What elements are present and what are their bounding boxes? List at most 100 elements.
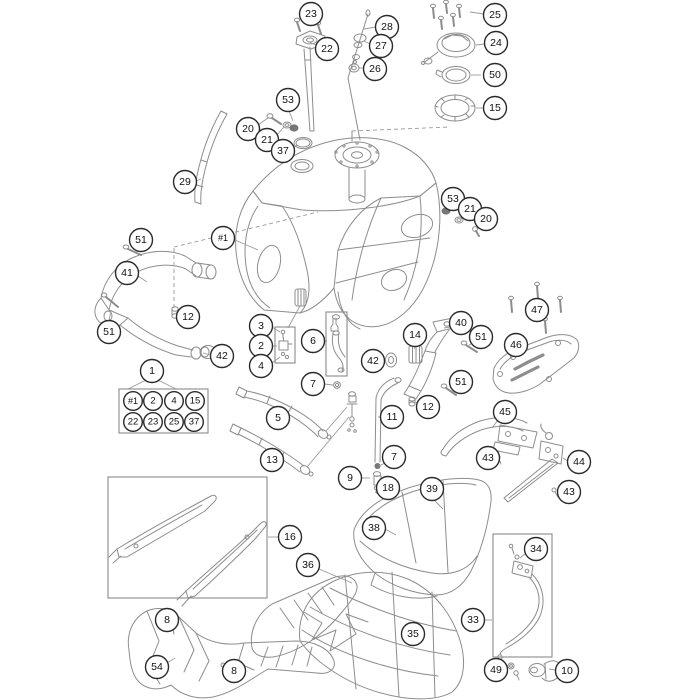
callout-40[interactable]: 40 [448, 310, 474, 336]
callout-50[interactable]: 50 [482, 62, 508, 88]
callout-8[interactable]: 8 [154, 607, 180, 633]
callout-2[interactable]: 2 [248, 333, 274, 359]
callout-13[interactable]: 13 [259, 447, 285, 473]
callout-23[interactable]: 23 [298, 1, 324, 27]
callout-15[interactable]: 15 [482, 95, 508, 121]
svg-text:51: 51 [103, 326, 115, 338]
callout-20[interactable]: 20 [235, 116, 261, 142]
lock-small-parts-drawing [507, 662, 520, 681]
callout-51[interactable]: 51 [468, 324, 494, 350]
svg-text:29: 29 [179, 176, 191, 188]
svg-text:2: 2 [150, 396, 155, 407]
callout-47[interactable]: 47 [524, 297, 550, 323]
callout-42[interactable]: 42 [360, 348, 386, 374]
callout-43[interactable]: 43 [556, 479, 582, 505]
callout-20[interactable]: 20 [473, 206, 499, 232]
callout-22[interactable]: 22 [122, 412, 143, 433]
svg-text:24: 24 [490, 37, 502, 49]
callout-34[interactable]: 34 [523, 536, 549, 562]
callout-7[interactable]: 7 [300, 371, 326, 397]
svg-text:35: 35 [407, 628, 419, 640]
callout-51[interactable]: 51 [128, 227, 154, 253]
callout-46[interactable]: 46 [503, 332, 529, 358]
callout-6[interactable]: 6 [300, 328, 326, 354]
callout-25[interactable]: 25 [163, 412, 184, 433]
callout-23[interactable]: 23 [142, 412, 163, 433]
callout-7[interactable]: 7 [381, 444, 407, 470]
callout-33[interactable]: 33 [460, 607, 486, 633]
callout-12[interactable]: 12 [175, 304, 201, 330]
callout-53[interactable]: 53 [275, 87, 301, 113]
callout-5[interactable]: 5 [265, 405, 291, 431]
callout-25[interactable]: 25 [482, 2, 508, 28]
callout-4[interactable]: 4 [248, 353, 274, 379]
callout-22[interactable]: 22 [314, 36, 340, 62]
callout-44[interactable]: 44 [566, 449, 592, 475]
callout-27[interactable]: 27 [368, 33, 394, 59]
svg-text:14: 14 [409, 329, 421, 341]
svg-text:46: 46 [510, 339, 522, 351]
tank-mount-screw-set-front [266, 113, 313, 149]
seat-lock-cable-drawing [497, 543, 544, 660]
svg-text:43: 43 [482, 452, 494, 464]
callout-41[interactable]: 41 [114, 260, 140, 286]
svg-text:12: 12 [182, 311, 194, 323]
banjo-bolt-drawing [333, 381, 341, 389]
callout-45[interactable]: 45 [492, 399, 518, 425]
svg-text:44: 44 [573, 456, 585, 468]
svg-text:45: 45 [499, 406, 511, 418]
svg-text:16: 16 [284, 531, 296, 543]
callout-#1[interactable]: #1 [210, 225, 236, 251]
callout-9[interactable]: 9 [337, 465, 363, 491]
leader-lines [108, 11, 569, 671]
svg-text:3: 3 [258, 320, 264, 332]
svg-text:54: 54 [151, 661, 163, 673]
callout-43[interactable]: 43 [475, 445, 501, 471]
svg-text:23: 23 [305, 8, 317, 20]
svg-text:12: 12 [422, 401, 434, 413]
callout-54[interactable]: 54 [144, 654, 170, 680]
callout-8[interactable]: 8 [221, 658, 247, 684]
svg-text:21: 21 [261, 134, 273, 146]
callout-42[interactable]: 42 [209, 343, 235, 369]
callout-12[interactable]: 12 [415, 394, 441, 420]
callout-24[interactable]: 24 [483, 30, 509, 56]
svg-text:20: 20 [242, 123, 254, 135]
svg-text:9: 9 [347, 472, 353, 484]
fuel-line-fitting-drawing [330, 314, 346, 373]
callout-36[interactable]: 36 [295, 552, 321, 578]
callout-29[interactable]: 29 [172, 169, 198, 195]
side-bracket-drawing [503, 423, 564, 503]
svg-text:26: 26 [369, 63, 381, 75]
callout-18[interactable]: 18 [375, 475, 401, 501]
callout-11[interactable]: 11 [379, 404, 405, 430]
callout-39[interactable]: 39 [419, 476, 445, 502]
callout-26[interactable]: 26 [362, 56, 388, 82]
callout-38[interactable]: 38 [361, 515, 387, 541]
callout-16[interactable]: 16 [277, 524, 303, 550]
callout-37[interactable]: 37 [183, 412, 204, 433]
callout-4[interactable]: 4 [163, 391, 184, 412]
callout-1[interactable]: 1 [139, 358, 165, 384]
callout-15[interactable]: 15 [184, 391, 205, 412]
grommet-drawing [385, 352, 397, 368]
callout-37[interactable]: 37 [270, 138, 296, 164]
callout-51[interactable]: 51 [96, 319, 122, 345]
callout-49[interactable]: 49 [483, 657, 509, 683]
callout-2[interactable]: 2 [142, 391, 163, 412]
svg-text:53: 53 [447, 193, 459, 205]
callout-14[interactable]: 14 [402, 322, 428, 348]
callout-51[interactable]: 51 [448, 369, 474, 395]
svg-text:42: 42 [216, 350, 228, 362]
callout-#1[interactable]: #1 [122, 391, 143, 412]
callout-10[interactable]: 10 [554, 658, 580, 684]
group-boxes [107, 311, 553, 658]
callout-35[interactable]: 35 [400, 621, 426, 647]
rider-seat-drawing [250, 571, 465, 700]
svg-text:1: 1 [149, 365, 155, 377]
svg-text:13: 13 [266, 454, 278, 466]
